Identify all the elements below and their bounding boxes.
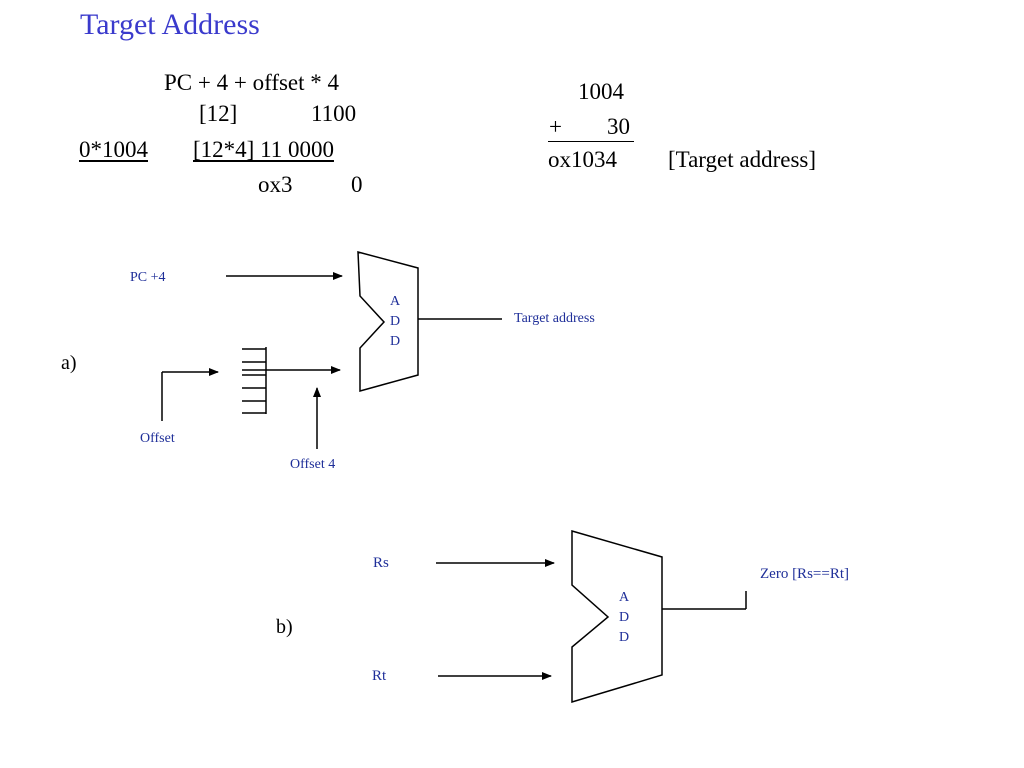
addition-plus-sign: + bbox=[549, 114, 562, 139]
offset-index: [12] bbox=[199, 101, 238, 126]
part-label-a: a) bbox=[61, 352, 77, 374]
rs-label: Rs bbox=[373, 555, 389, 571]
diagram-a: PC +4 A D D Target address Offset Offset… bbox=[130, 251, 595, 472]
diagram-b: Rs Rt A D D Zero [Rs==Rt] bbox=[372, 530, 849, 704]
addition-result: ox1034 bbox=[548, 147, 617, 172]
adder-b-letter-1: A bbox=[619, 590, 630, 605]
adder-b bbox=[571, 530, 663, 704]
pc-value: 0*1004 bbox=[79, 137, 148, 162]
target-address-label: Target address bbox=[514, 311, 595, 326]
shift-left-block bbox=[242, 347, 267, 414]
adder-b-letter-2: D bbox=[619, 610, 629, 625]
shifted-offset: [12*4] 11 0000 bbox=[193, 137, 334, 162]
addition-operand-b: 30 bbox=[607, 114, 630, 139]
offset-binary: 1100 bbox=[311, 101, 357, 126]
slide-title: Target Address bbox=[80, 8, 260, 41]
formula: PC + 4 + offset * 4 bbox=[164, 70, 340, 95]
addition-rule bbox=[548, 141, 634, 142]
offset-4-label: Offset 4 bbox=[290, 457, 335, 472]
rt-label: Rt bbox=[372, 668, 387, 684]
offset-label: Offset bbox=[140, 431, 175, 446]
pc-plus-4-label: PC +4 bbox=[130, 270, 166, 285]
addition-operand-a: 1004 bbox=[578, 79, 624, 104]
adder-a-letter-1: A bbox=[390, 294, 401, 309]
part-label-b: b) bbox=[276, 616, 293, 638]
adder-a bbox=[357, 251, 419, 392]
hex-digit-low: 0 bbox=[351, 172, 363, 197]
adder-b-letter-3: D bbox=[619, 630, 629, 645]
addition-result-note: [Target address] bbox=[668, 147, 817, 172]
adder-a-letter-3: D bbox=[390, 334, 400, 349]
hex-digit-high: ox3 bbox=[258, 172, 293, 197]
zero-output-label: Zero [Rs==Rt] bbox=[760, 566, 849, 582]
adder-a-letter-2: D bbox=[390, 314, 400, 329]
